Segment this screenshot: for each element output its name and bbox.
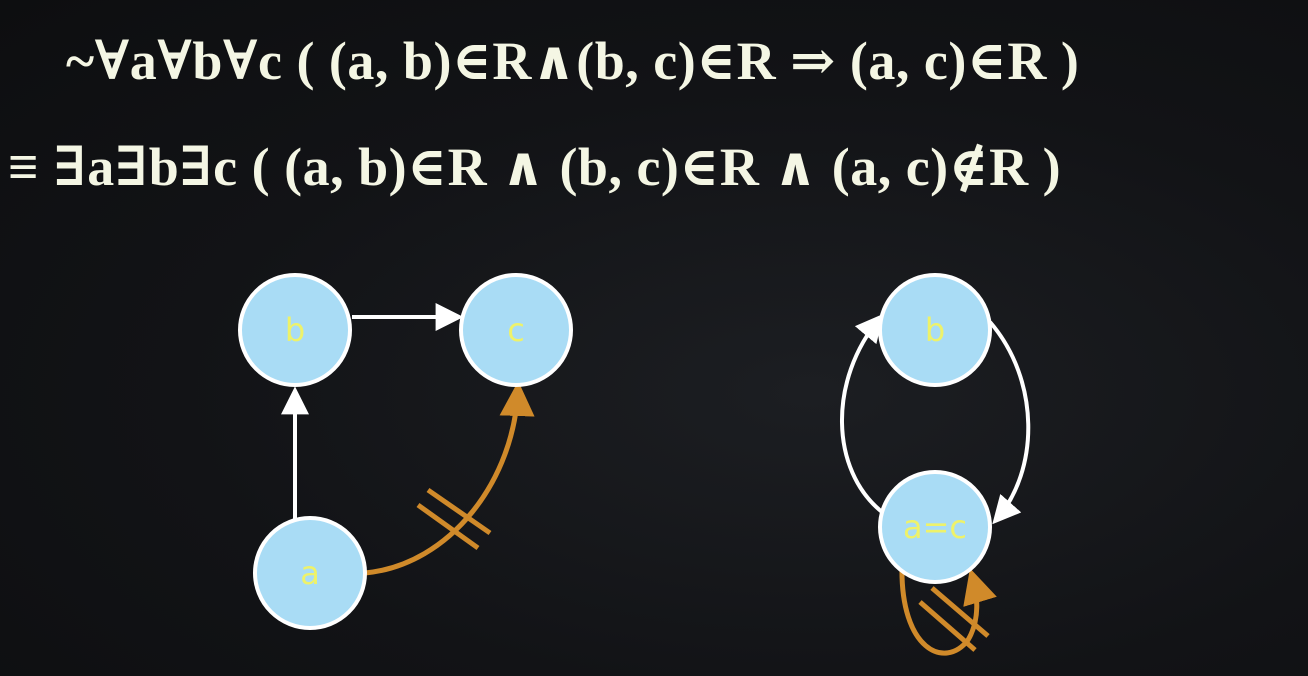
node-a-label: a: [300, 554, 320, 592]
node-b: b: [238, 273, 352, 387]
self-loop-negation-slash-1: [918, 600, 977, 652]
left-diagram: b c a: [238, 273, 573, 630]
node-a-equals-c-label: a=c: [903, 508, 967, 546]
self-loop-ac-not-in: [899, 564, 997, 656]
right-diagram: b a=c: [840, 273, 1031, 656]
edge-a-to-c-not-in: [364, 381, 535, 576]
equivalent-existential-formula: ≡ ∃a∃b∃c ( (a, b)∈R ∧ (b, c)∈R ∧ (a, c)∉…: [8, 137, 1062, 197]
node-a-equals-c: a=c: [878, 470, 992, 584]
node-b-right: b: [878, 273, 992, 387]
node-c: c: [459, 273, 573, 387]
self-loop-negation-slash-2: [930, 586, 990, 638]
node-a: a: [253, 516, 367, 630]
edge-ac-to-b: [840, 313, 884, 514]
negation-slash-2: [426, 487, 492, 536]
node-b-right-label: b: [925, 311, 945, 349]
node-b-label: b: [285, 311, 305, 349]
edge-b-to-ac: [988, 320, 1031, 525]
node-c-label: c: [507, 311, 525, 349]
negated-transitivity-formula: ~∀a∀b∀c ( (a, b)∈R∧(b, c)∈R ⇒ (a, c)∈R ): [66, 31, 1080, 91]
negation-slash-1: [416, 502, 480, 551]
